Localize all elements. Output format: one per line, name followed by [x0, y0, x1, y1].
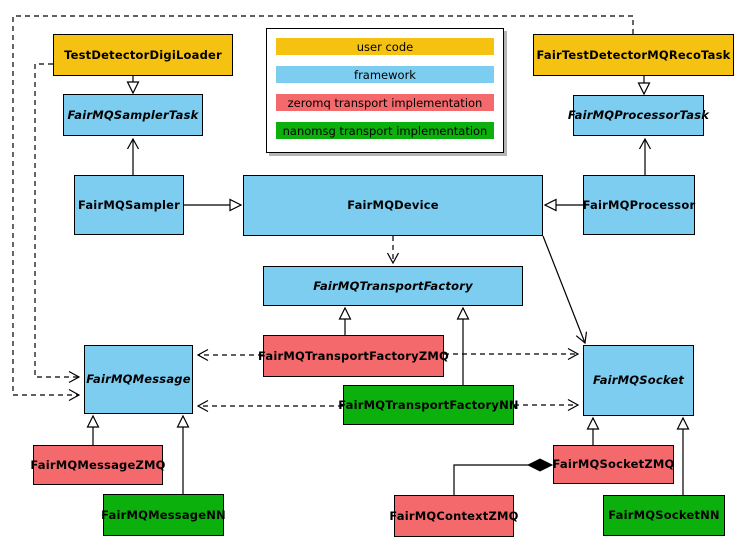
edge-digiloader-message: [34, 63, 81, 384]
node-fairmqsamplertask: FairMQSamplerTask: [63, 94, 203, 136]
node-label: FairMQMessage: [86, 372, 191, 387]
node-fairmqtransportfactory: FairMQTransportFactory: [263, 266, 523, 306]
node-label: FairMQProcessorTask: [567, 108, 710, 123]
node-fairmqtransportfactoryzmq: FairMQTransportFactoryZMQ: [258, 335, 449, 377]
node-fairtestdetectormqrecotask: FairTestDetectorMQRecoTask: [533, 34, 734, 76]
node-fairmqprocessor: FairMQProcessor: [583, 175, 695, 235]
legend-item-framework: framework: [276, 66, 494, 83]
node-label: FairMQSocket: [592, 373, 685, 388]
node-fairmqsocket: FairMQSocket: [583, 345, 694, 416]
node-label: FairTestDetectorMQRecoTask: [536, 47, 731, 62]
legend-item-zeromq: zeromq transport implementation: [276, 94, 494, 111]
node-label: FairMQDevice: [347, 198, 439, 213]
node-label: FairMQTransportFactoryNN: [338, 397, 519, 412]
node-label: FairMQProcessor: [582, 197, 696, 212]
legend-label: nanomsg transport implementation: [282, 123, 488, 138]
node-label: FairMQTransportFactoryZMQ: [258, 348, 450, 363]
node-label: FairMQSocketZMQ: [552, 457, 675, 472]
node-label: FairMQSocketNN: [608, 508, 720, 523]
node-fairmqdevice: FairMQDevice: [243, 175, 543, 236]
edge-recotask-message: [12, 15, 634, 402]
legend-label: zeromq transport implementation: [287, 95, 483, 110]
legend-item-nanomsg: nanomsg transport implementation: [276, 122, 494, 139]
node-label: TestDetectorDigiLoader: [64, 47, 222, 62]
legend-label: framework: [354, 67, 416, 82]
node-fairmqtransportfactorynn: FairMQTransportFactoryNN: [338, 385, 519, 425]
node-fairmqsocketzmq: FairMQSocketZMQ: [553, 445, 674, 484]
node-fairmqmessagenn: FairMQMessageNN: [101, 494, 226, 536]
node-testdetectordigiloader: TestDetectorDigiLoader: [53, 34, 233, 76]
node-label: FairMQMessageNN: [101, 507, 226, 522]
node-fairmqmessage: FairMQMessage: [84, 345, 193, 414]
node-fairmqsocketnn: FairMQSocketNN: [603, 495, 725, 536]
edge-contextzmq-socketzmq: [453, 465, 552, 495]
node-label: FairMQTransportFactory: [313, 278, 473, 293]
node-fairmqsampler: FairMQSampler: [74, 175, 184, 235]
legend: user code framework zeromq transport imp…: [266, 28, 504, 153]
legend-item-user-code: user code: [276, 38, 494, 55]
node-label: FairMQSamplerTask: [67, 107, 199, 122]
node-fairmqmessagezmq: FairMQMessageZMQ: [30, 445, 166, 485]
node-label: FairMQSampler: [77, 197, 181, 212]
node-label: FairMQMessageZMQ: [30, 457, 166, 472]
node-fairmqcontextzmq: FairMQContextZMQ: [389, 495, 518, 537]
edge-device-socket: [542, 235, 588, 345]
node-label: FairMQContextZMQ: [389, 508, 519, 523]
node-fairmqprocessortask: FairMQProcessorTask: [568, 95, 709, 136]
legend-label: user code: [356, 39, 414, 54]
